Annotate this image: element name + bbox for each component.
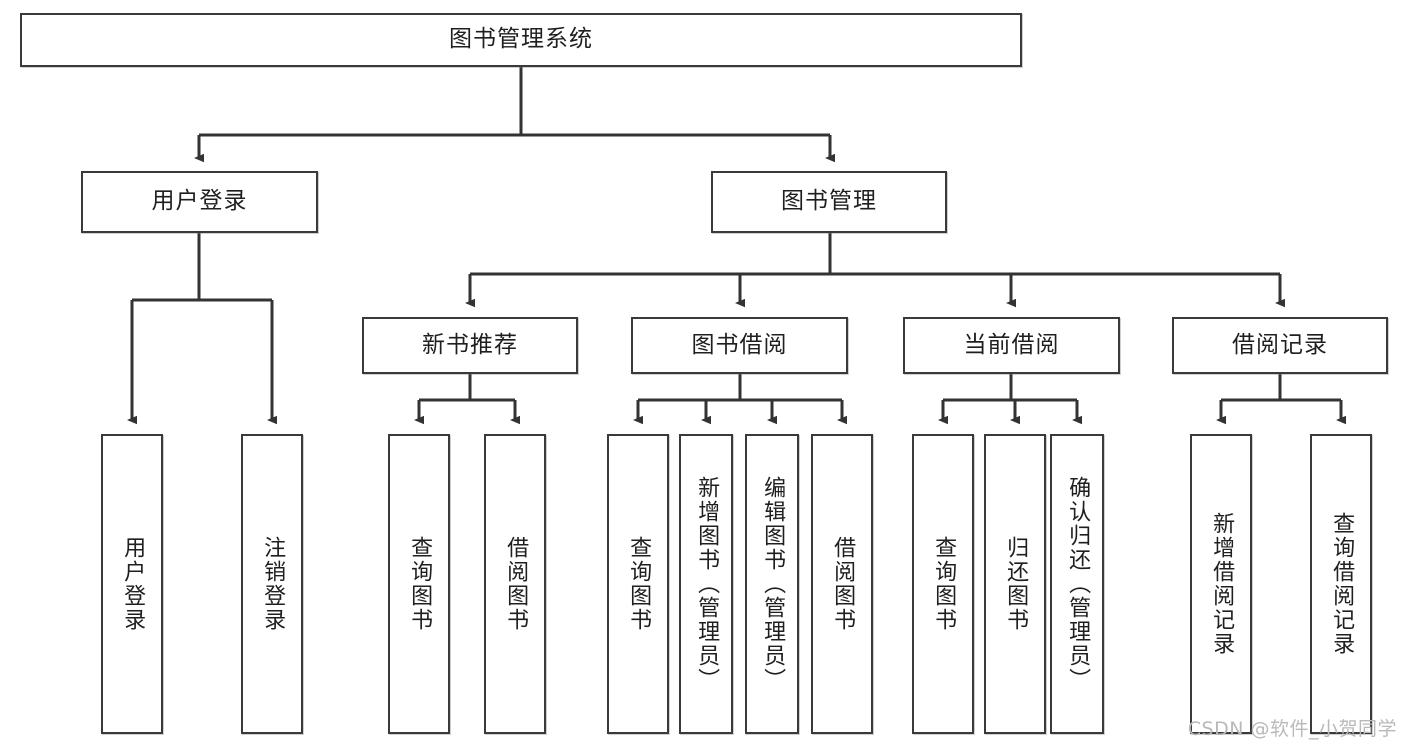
node-user-login-label: 用户登录 [151, 188, 248, 215]
node-leaf-query-record[interactable]: 查询借阅记录 [1310, 434, 1372, 734]
node-leaf-user-login[interactable]: 用户登录 [101, 434, 163, 734]
node-leaf-query-book-3[interactable]: 查询图书 [912, 434, 974, 734]
node-leaf-borrow-book-2-label: 借阅图书 [830, 536, 856, 632]
node-current-borrow[interactable]: 当前借阅 [903, 317, 1120, 374]
node-leaf-borrow-book-2[interactable]: 借阅图书 [811, 434, 873, 734]
node-root-label: 图书管理系统 [449, 26, 593, 53]
node-leaf-borrow-book-1-label: 借阅图书 [503, 536, 529, 632]
node-borrow-record[interactable]: 借阅记录 [1172, 317, 1388, 374]
node-leaf-query-record-label: 查询借阅记录 [1329, 512, 1355, 656]
node-leaf-user-logout[interactable]: 注销登录 [241, 434, 303, 734]
node-leaf-confirm-return-label: 确认归还（管理员） [1065, 476, 1091, 692]
node-leaf-return-book-label: 归还图书 [1003, 536, 1029, 632]
node-book-borrow-label: 图书借阅 [691, 331, 788, 358]
watermark-text: CSDN @软件_小贺同学 [1187, 718, 1397, 740]
node-new-book-rec[interactable]: 新书推荐 [362, 317, 578, 374]
node-leaf-query-book-1[interactable]: 查询图书 [388, 434, 450, 734]
node-book-manage[interactable]: 图书管理 [711, 171, 947, 233]
node-new-book-rec-label: 新书推荐 [422, 331, 518, 358]
node-leaf-query-book-1-label: 查询图书 [407, 536, 433, 632]
node-leaf-add-record-label: 新增借阅记录 [1209, 512, 1235, 656]
node-leaf-add-book-label: 新增图书（管理员） [694, 476, 720, 692]
node-user-login[interactable]: 用户登录 [81, 171, 318, 233]
node-leaf-edit-book[interactable]: 编辑图书（管理员） [745, 434, 799, 734]
node-leaf-confirm-return[interactable]: 确认归还（管理员） [1050, 434, 1104, 734]
node-leaf-user-login-label: 用户登录 [120, 536, 146, 632]
node-leaf-query-book-3-label: 查询图书 [931, 536, 957, 632]
node-book-manage-label: 图书管理 [781, 188, 877, 215]
node-root[interactable]: 图书管理系统 [20, 13, 1022, 67]
node-leaf-query-book-2-label: 查询图书 [626, 536, 652, 632]
node-leaf-borrow-book-1[interactable]: 借阅图书 [484, 434, 546, 734]
node-leaf-return-book[interactable]: 归还图书 [984, 434, 1046, 734]
node-leaf-query-book-2[interactable]: 查询图书 [607, 434, 669, 734]
node-leaf-add-book[interactable]: 新增图书（管理员） [679, 434, 733, 734]
node-borrow-record-label: 借阅记录 [1232, 331, 1328, 358]
node-leaf-user-logout-label: 注销登录 [260, 536, 286, 632]
node-current-borrow-label: 当前借阅 [963, 331, 1060, 358]
node-book-borrow[interactable]: 图书借阅 [631, 317, 848, 374]
node-leaf-edit-book-label: 编辑图书（管理员） [760, 476, 786, 692]
node-leaf-add-record[interactable]: 新增借阅记录 [1190, 434, 1252, 734]
